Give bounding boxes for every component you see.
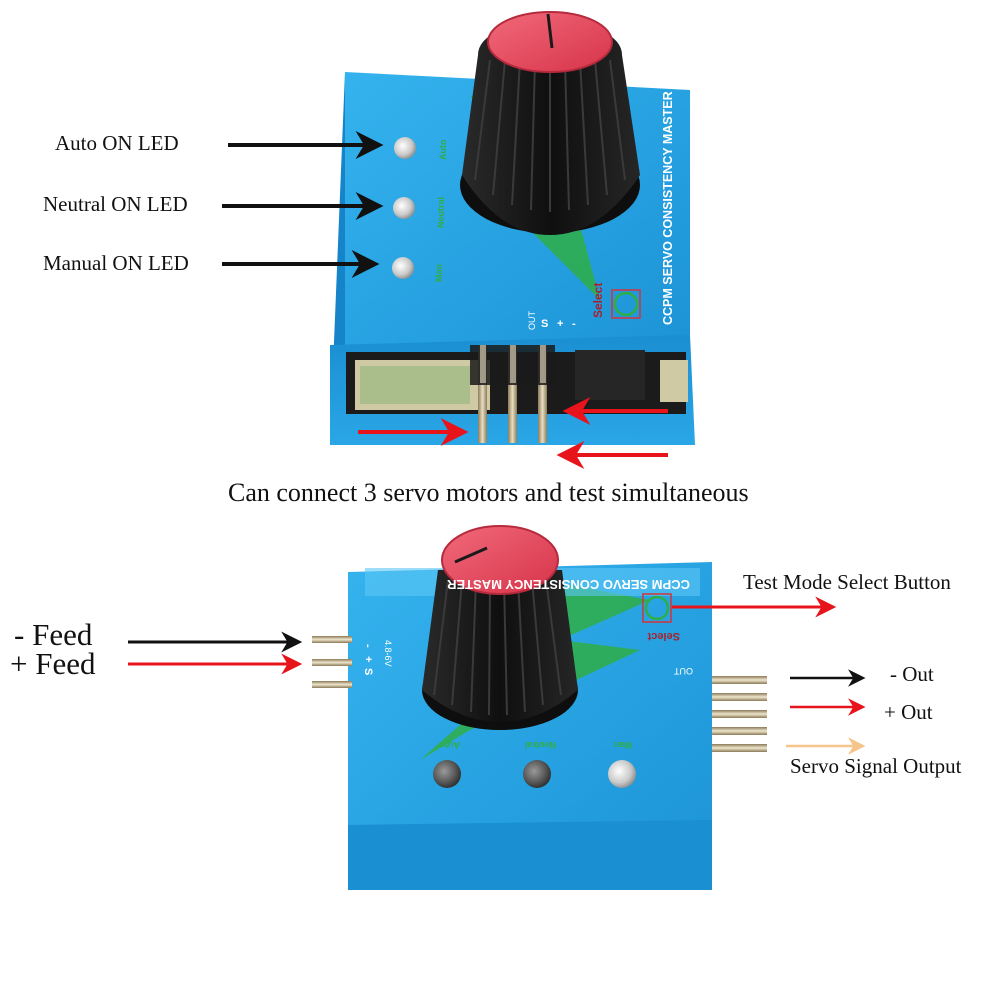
top-auto-led [394,137,416,159]
bottom-input-pin-plus: + [362,656,374,662]
top-device [330,11,695,445]
top-led-label-man: Man [434,264,444,282]
top-callout-arrows [222,131,668,469]
bottom-manual-led [608,760,636,788]
top-select-button[interactable] [611,289,641,319]
bottom-led-label-man: Man [614,740,632,750]
auto-led-label: Auto ON LED [55,131,179,155]
top-led-label-auto: Auto [438,139,448,160]
bottom-voltage-label: 4.8-6V [383,640,393,667]
caption: Can connect 3 servo motors and test simu… [228,478,749,507]
bottom-device [312,525,767,890]
minus-feed-label: - Feed [14,617,93,652]
top-out-label: OUT [527,311,537,331]
neutral-led-label: Neutral ON LED [43,192,188,216]
top-pin-label-plus: + [557,318,563,330]
bottom-brand-text: CCPM SERVO CONSISTENCY MASTER [446,577,690,592]
minus-out-label: - Out [890,662,934,686]
bottom-output-pins [712,676,767,752]
bottom-led-label-auto: Auto [439,740,460,750]
top-output-pins [470,345,555,443]
manual-led-label: Manual ON LED [43,251,189,275]
bottom-led-label-neutral: Neutral [525,740,556,750]
top-manual-led [392,257,414,279]
bottom-neutral-led [523,760,551,788]
test-mode-label: Test Mode Select Button [743,570,951,594]
top-select-label: Select [591,283,605,318]
plus-out-label: + Out [884,700,933,724]
servo-signal-label: Servo Signal Output [790,754,962,778]
top-led-label-neutral: Neutral [436,197,446,228]
bottom-out-label: OUT [674,666,694,676]
top-knob[interactable] [460,11,640,235]
plus-feed-label: + Feed [10,646,96,681]
top-pin-label-s: S [541,318,548,330]
top-neutral-led [393,197,415,219]
bottom-callout-arrows [128,596,866,755]
bottom-select-label: Select [647,630,680,642]
top-brand-text: CCPM SERVO CONSISTENCY MASTER [661,91,675,325]
bottom-input-pin-s: S [362,668,374,675]
bottom-input-pins [312,636,352,688]
bottom-knob[interactable] [422,525,578,730]
bottom-input-pin-minus: - [362,644,374,648]
bottom-auto-led [433,760,461,788]
top-pin-label-minus: - [572,318,576,330]
device-print: CCPM SERVO CONSISTENCY MASTER Auto Neutr… [362,91,693,750]
bottom-select-button[interactable] [642,593,672,623]
